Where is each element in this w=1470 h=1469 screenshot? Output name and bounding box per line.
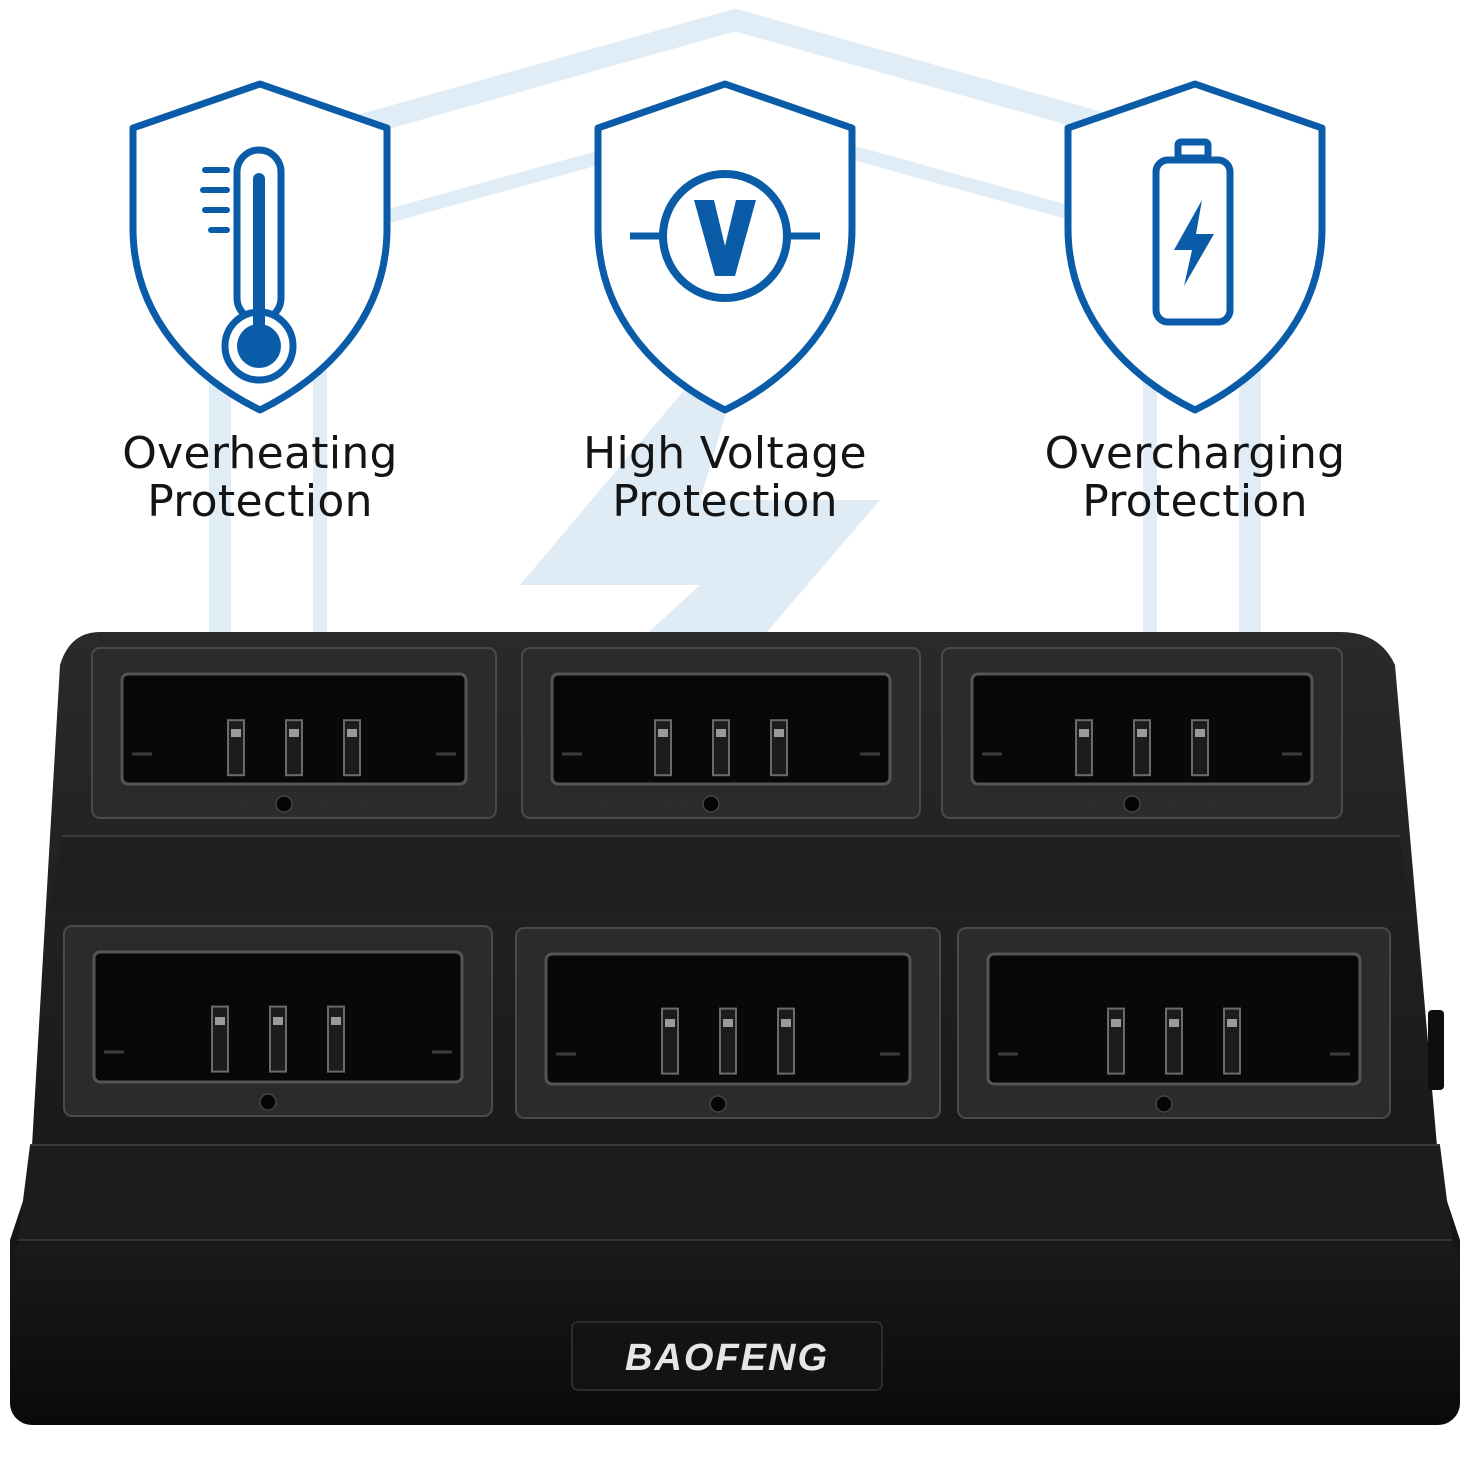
feature-label: Overheating Protection — [122, 430, 398, 526]
feature-title-line2: Protection — [1082, 476, 1308, 527]
charging-contact — [719, 1007, 737, 1075]
charging-contact — [1107, 1007, 1125, 1075]
status-led — [702, 795, 720, 813]
charging-contact — [1165, 1007, 1183, 1075]
status-led — [1155, 1095, 1173, 1113]
brand-logo: BAOFENG — [625, 1337, 829, 1379]
charging-contact — [285, 719, 303, 777]
charging-contact — [661, 1007, 679, 1075]
charging-contact — [269, 1005, 287, 1073]
feature-high-voltage: High Voltage Protection — [505, 78, 945, 526]
voltage-v-icon — [594, 80, 856, 414]
charging-red-label: CHARGING(RED) — [149, 1095, 250, 1109]
charging-red-label: CHARGING(RED) — [1013, 797, 1114, 811]
charging-red-label: CHARGING(RED) — [1045, 1097, 1146, 1111]
battery-charging-icon — [1064, 80, 1326, 414]
charging-red-label: CHARGING(RED) — [592, 797, 693, 811]
feature-label: Overcharging Protection — [1045, 430, 1346, 526]
status-led — [275, 795, 293, 813]
charging-slot[interactable]: CHARGING(RED) (GRN)COMPLETE — [91, 647, 497, 819]
brand-badge: BAOFENG — [571, 1321, 883, 1391]
charging-contact — [712, 719, 730, 777]
charging-contact — [211, 1005, 229, 1073]
feature-overcharging: Overcharging Protection — [975, 78, 1415, 526]
status-led — [259, 1093, 277, 1111]
charging-slot[interactable]: CHARGING(RED) (GRN)COMPLETE — [957, 927, 1391, 1119]
status-led — [709, 1095, 727, 1113]
feature-title-line1: Overcharging — [1044, 428, 1346, 479]
front-ledge — [18, 1145, 1452, 1240]
thermometer-icon — [129, 80, 391, 414]
middle-ledge — [50, 836, 1410, 912]
six-way-charger: CHARGING(RED) (GRN)COMPLETE CHARGING(RED) (… — [10, 632, 1460, 1425]
charging-contact — [343, 719, 361, 777]
feature-title-line2: Protection — [612, 476, 838, 527]
charging-slot[interactable]: CHARGING(RED) (GRN)COMPLETE — [515, 927, 941, 1119]
charging-contact — [1223, 1007, 1241, 1075]
feature-label: High Voltage Protection — [583, 430, 867, 526]
charging-red-label: CHARGING(RED) — [165, 797, 266, 811]
charging-slot[interactable]: CHARGING(RED) (GRN)COMPLETE — [521, 647, 921, 819]
charging-red-label: CHARGING(RED) — [599, 1097, 700, 1111]
charging-contact — [1075, 719, 1093, 777]
charging-contact — [770, 719, 788, 777]
feature-title-line2: Protection — [147, 476, 373, 527]
charging-slot[interactable]: CHARGING(RED) (GRN)COMPLETE — [63, 925, 493, 1117]
complete-green-label: (GRN)COMPLETE — [740, 1097, 844, 1111]
lightning-bolt-decoration — [520, 300, 880, 640]
feature-overheating: Overheating Protection — [40, 78, 480, 526]
complete-green-label: (GRN)COMPLETE — [733, 797, 837, 811]
charging-contact — [327, 1005, 345, 1073]
complete-green-label: (GRN)COMPLETE — [290, 1095, 394, 1109]
feature-title-line1: High Voltage — [583, 428, 867, 479]
status-led — [1123, 795, 1141, 813]
charging-contact — [1133, 719, 1151, 777]
feature-title-line1: Overheating — [122, 428, 398, 479]
charging-contact — [227, 719, 245, 777]
charging-contact — [654, 719, 672, 777]
complete-green-label: (GRN)COMPLETE — [1154, 797, 1258, 811]
charging-slot[interactable]: CHARGING(RED) (GRN)COMPLETE — [941, 647, 1343, 819]
complete-green-label: (GRN)COMPLETE — [1186, 1097, 1290, 1111]
charging-contact — [777, 1007, 795, 1075]
complete-green-label: (GRN)COMPLETE — [306, 797, 410, 811]
power-switch[interactable] — [1428, 1010, 1444, 1090]
charging-contact — [1191, 719, 1209, 777]
